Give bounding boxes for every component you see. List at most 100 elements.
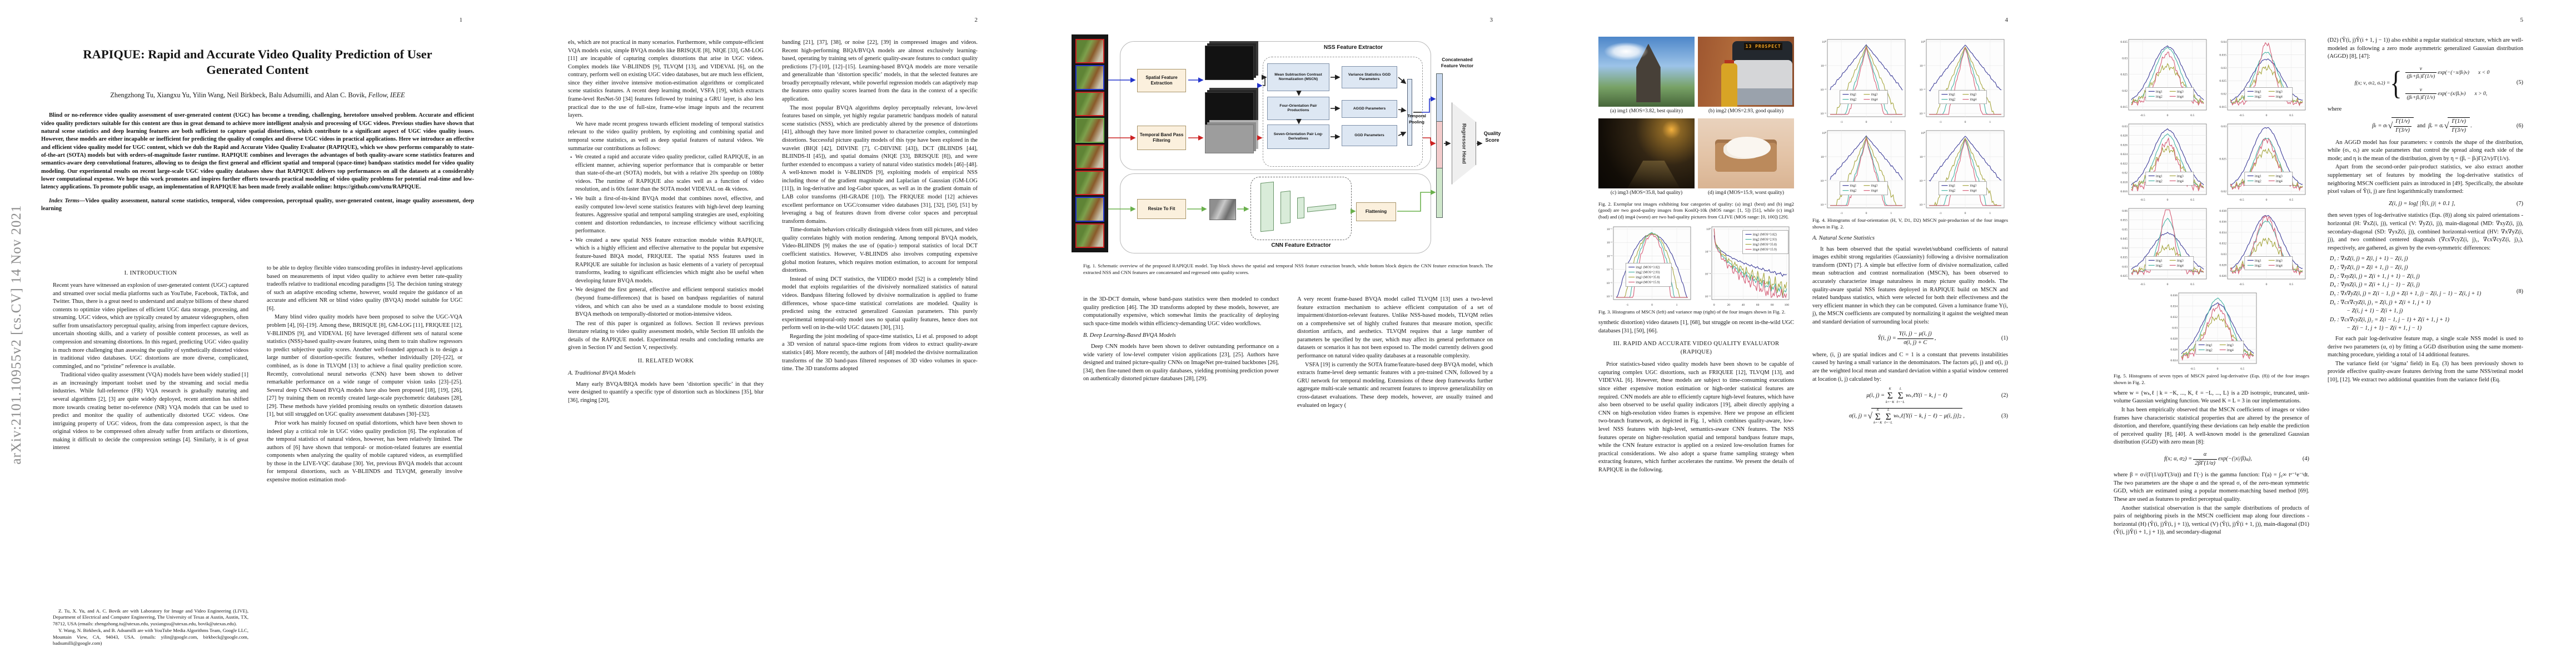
paragraph: Instead of using DCT statistics, the VII… [782, 276, 978, 331]
svg-text:0: 0 [1866, 121, 1867, 124]
svg-text:-0.5: -0.5 [2239, 198, 2244, 202]
paragraph: then seven types of log-derivative stati… [2328, 212, 2523, 251]
svg-text:img1: img1 [1850, 93, 1856, 97]
svg-text:img1: img1 [2255, 259, 2261, 262]
svg-text:0.028: 0.028 [2170, 337, 2178, 341]
svg-text:0.5: 0.5 [2190, 114, 2194, 117]
svg-text:0: 0 [2266, 114, 2268, 117]
svg-text:img3: img3 [2177, 90, 2184, 93]
svg-text:0.02: 0.02 [2221, 190, 2226, 193]
svg-text:40: 40 [1742, 303, 1745, 307]
page-number: 5 [2520, 17, 2524, 23]
paragraph: where β = σ√(Γ(1/α)/Γ(3/α)) and Γ(·) is … [2114, 472, 2309, 503]
column-left: in the 3D-DCT domain, whose band-pass st… [1083, 296, 1279, 646]
video-frame [1075, 144, 1104, 169]
svg-text:10⁻⁵: 10⁻⁵ [1607, 282, 1613, 285]
equation-number: (3) [2001, 412, 2008, 419]
authors-line: Zhengzhong Tu, Xiangxu Yu, Yilin Wang, N… [34, 91, 481, 99]
figure4-caption: Fig. 4. Histograms of four-orientation (… [1812, 217, 2008, 230]
svg-text:img4 (MOS=15.9): img4 (MOS=15.9) [1636, 281, 1660, 285]
subsection-heading: A. Natural Scene Statistics [1812, 235, 1875, 241]
paragraph: An AGGD model has four parameters: ν con… [2328, 139, 2523, 162]
paragraph: Prior statistics-based video quality mod… [1598, 361, 1794, 473]
resized-frame-thumb [1209, 199, 1236, 220]
svg-text:0.036: 0.036 [2170, 294, 2178, 297]
svg-text:-1: -1 [1840, 121, 1843, 124]
svg-text:-0.5: -0.5 [2239, 283, 2244, 286]
svg-text:0.038: 0.038 [2219, 210, 2226, 213]
spatial-feature-extraction-box: Spatial Feature Extraction [1137, 69, 1186, 92]
cnn-dashed-box [1250, 177, 1352, 240]
page-number: 3 [1489, 17, 1493, 23]
page-number: 4 [2005, 17, 2009, 23]
equation-1: Ŷ(i, j) = Y(i, j) − μ(i, j)σ(i, j) + C,(… [1877, 331, 2009, 346]
paragraph: to be able to deploy flexible video tran… [267, 265, 462, 312]
svg-text:0: 0 [1866, 212, 1867, 215]
cnn-layer [1260, 181, 1274, 232]
authors-suffix: Fellow, IEEE [368, 91, 405, 99]
section-heading: III. RAPID AND ACCURATE VIDEO QUALITY EV… [1613, 341, 1780, 356]
github-link[interactable]: https://github.com/vztu/RAPIQUE. [333, 184, 421, 191]
page-number: 1 [459, 17, 463, 23]
svg-text:img4: img4 [2276, 264, 2283, 267]
index-terms: Index Terms—Video quality assessment, na… [41, 197, 474, 212]
svg-text:img3: img3 [2276, 175, 2283, 178]
svg-text:0.015: 0.015 [2120, 106, 2127, 109]
svg-text:0.026: 0.026 [2170, 349, 2178, 352]
paragraph: Apart from the second-order pair-product… [2328, 164, 2523, 195]
ggd-box: GGD Parameters [1342, 125, 1397, 146]
figure1-caption: Fig. 1. Schematic overview of the propos… [1083, 263, 1493, 275]
svg-text:img1: img1 [2255, 90, 2261, 93]
svg-text:10⁻²: 10⁻² [1607, 242, 1613, 245]
paragraph: banding [21], [37], [38], or noise [22],… [782, 39, 978, 103]
paragraph: (D2) (Ŷ(i, j)Ŷ(i + 1, j − 1)) also exhib… [2328, 37, 2523, 60]
paragraph: Many blind video quality models have bee… [267, 314, 462, 418]
svg-text:img2: img2 [2255, 95, 2261, 98]
page-2: 2 els, which are not practical in many s… [515, 0, 1030, 667]
column-right: (D2) (Ŷ(i, j)Ŷ(i + 1, j − 1)) also exhib… [2328, 37, 2523, 654]
svg-text:0.02: 0.02 [2122, 89, 2127, 93]
paragraph: A very recent frame-based BVQA model cal… [1297, 296, 1493, 360]
subsection-heading: B. Deep Learning-Based BVQA Models [1083, 332, 1176, 339]
paragraph: The rest of this paper is organized as f… [568, 320, 764, 351]
svg-text:img3: img3 [2177, 259, 2184, 262]
section-heading: II. RELATED WORK [637, 357, 694, 364]
svg-text:0: 0 [2266, 283, 2268, 286]
subsection-heading: A. Traditional BVQA Models [568, 370, 636, 376]
column-right: banding [21], [37], [38], or noise [22],… [782, 39, 978, 639]
page-3: 3 Spatial Feature Extraction Temporal Ba… [1030, 0, 1546, 667]
page-number: 2 [974, 17, 978, 23]
svg-text:0.05: 0.05 [2122, 228, 2127, 231]
video-frame [1075, 197, 1104, 222]
svg-text:0.018: 0.018 [2120, 181, 2127, 184]
figure2-caption: Fig. 2. Exemplar test images exhibiting … [1598, 201, 1794, 220]
column-left: els, which are not practical in many sce… [568, 39, 764, 639]
svg-text:0.5: 0.5 [2289, 198, 2293, 202]
svg-text:0.024: 0.024 [2120, 153, 2127, 156]
video-frame [1075, 39, 1104, 64]
svg-text:img2: img2 [2206, 349, 2213, 352]
svg-text:10⁻⁶: 10⁻⁶ [1821, 203, 1827, 207]
svg-text:img1: img1 [2156, 175, 2163, 178]
nss-aggregation-bar [1407, 79, 1412, 146]
paragraph: in the 3D-DCT domain, whose band-pass st… [1083, 296, 1279, 327]
svg-text:img2: img2 [2255, 180, 2261, 183]
svg-text:-0.5: -0.5 [2239, 114, 2244, 117]
svg-text:10⁻⁴: 10⁻⁴ [1920, 180, 1926, 183]
svg-text:img4: img4 [2276, 180, 2283, 183]
svg-text:img3: img3 [2276, 259, 2283, 262]
svg-text:0.5: 0.5 [2289, 114, 2293, 117]
paper-title: RAPIQUE: Rapid and Accurate Video Qualit… [83, 47, 432, 77]
paragraph: Many early BVQA/BIQA models have been ‘d… [568, 381, 764, 404]
paragraph: It has been empirically observed that th… [2114, 407, 2309, 446]
svg-text:1: 1 [1676, 303, 1678, 307]
